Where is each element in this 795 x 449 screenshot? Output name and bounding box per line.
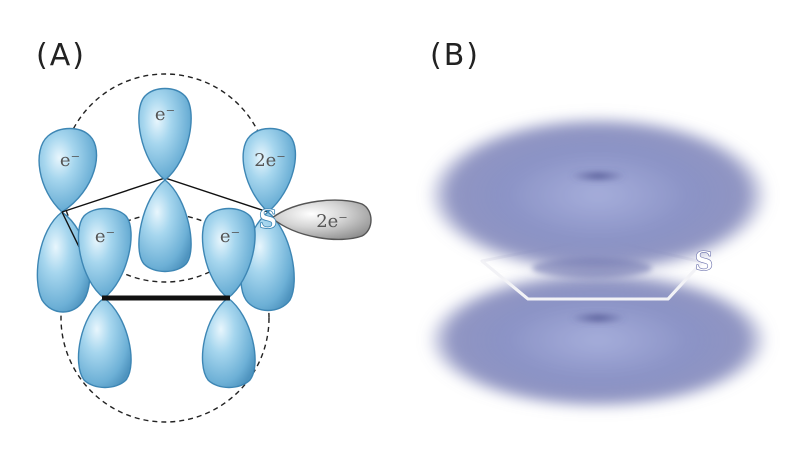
panel-b-label: (B) [430,38,480,73]
ring-front-edge [481,259,704,301]
lower-cloud-hole [570,312,626,324]
panel-a-diagram: e⁻ e⁻ 2e⁻ e⁻ e⁻ 2e⁻ S [36,73,372,423]
label-lone-pair-electrons: 2e⁻ [316,211,348,232]
sulfur-lone-pair-orbital [270,199,372,241]
label-inner-left-electrons: e⁻ [95,226,115,247]
ring-center-band [532,258,652,278]
orbital-top [138,87,192,273]
sulfur-label-a: S [259,205,278,235]
upper-pi-cloud [426,115,770,275]
label-upper-left-electrons: e⁻ [60,150,80,171]
label-top-electrons: e⁻ [155,104,175,125]
orbital-front-left [77,207,132,389]
panel-b-diagram: S [426,115,770,410]
panel-a-label: (A) [36,38,86,73]
orbital-front-right [201,207,256,389]
sulfur-label-b: S [695,247,714,277]
upper-cloud-hole [570,170,626,182]
lower-pi-cloud [426,270,770,410]
label-inner-right-electrons: e⁻ [220,226,240,247]
label-upper-right-electrons: 2e⁻ [254,150,286,171]
